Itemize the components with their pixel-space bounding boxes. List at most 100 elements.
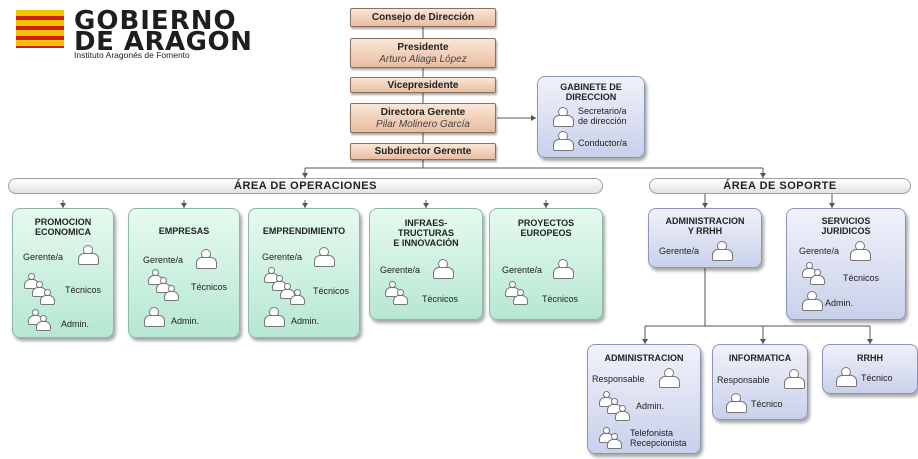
responsable-label: Responsable — [592, 374, 645, 384]
area-soporte-bar: ÁREA DE SOPORTE — [649, 178, 911, 194]
tecnicos-label: Técnicos — [542, 294, 579, 304]
person-icon — [263, 307, 285, 327]
area-operaciones-bar: ÁREA DE OPERACIONES — [8, 178, 603, 194]
dept-title: INFRAES- — [404, 218, 448, 228]
person-icon — [195, 249, 217, 269]
person-icon — [801, 291, 823, 311]
aragon-flag-icon — [16, 10, 64, 48]
dept-title: EMPRENDIMIENTO — [262, 226, 346, 236]
gerente-label: Gerente/a — [659, 246, 700, 256]
dept-title: PROMOCION — [34, 217, 92, 227]
subdirector-label: Subdirector Gerente — [374, 146, 472, 157]
dept-title: Y RRHH — [687, 226, 723, 236]
group-icon — [163, 285, 179, 301]
administracion-rrhh-box: ADMINISTRACION Y RRHH Gerente/a — [648, 208, 762, 268]
dept-title: TRUCTURAS — [398, 228, 454, 238]
presidente-name: Arturo Aliaga López — [379, 54, 467, 65]
servicios-juridicos-box: SERVICIOS JURIDICOS Gerente/a Técnicos A… — [786, 208, 906, 320]
recepcionista-label: Recepcionista — [630, 438, 687, 448]
group-icon — [279, 283, 295, 299]
person-icon — [835, 367, 857, 387]
dept-title: ADMINISTRACION — [604, 353, 684, 363]
admin-label: Admin. — [171, 316, 200, 326]
gerente-label: Gerente/a — [23, 252, 64, 262]
responsable-label: Responsable — [717, 375, 770, 385]
tecnico-label: Técnico — [751, 399, 783, 409]
tecnicos-label: Técnicos — [65, 285, 102, 295]
admin-label: Admin. — [291, 316, 320, 326]
secretario-label-2: de dirección — [578, 116, 627, 126]
group-icon — [606, 433, 622, 449]
logo-subtitle: Instituto Aragonés de Fomento — [74, 50, 190, 60]
telefonista-label: Telefonista — [630, 428, 674, 438]
person-icon — [552, 107, 574, 127]
gabinete-box: GABINETE DE DIRECCION Secretario/a de di… — [537, 76, 645, 158]
person-icon — [783, 369, 805, 389]
admin-label: Admin. — [61, 319, 90, 329]
gerente-label: Gerente/a — [262, 252, 303, 262]
admin-label: Admin. — [825, 298, 854, 308]
gerente-label: Gerente/a — [502, 265, 543, 275]
group-icon — [155, 277, 171, 293]
gerente-label: Gerente/a — [380, 265, 421, 275]
gerente-label: Gerente/a — [143, 255, 184, 265]
person-icon — [313, 247, 335, 267]
tecnicos-label: Técnicos — [313, 286, 350, 296]
directora-box: Directora Gerente Pilar Molinero García — [350, 103, 496, 133]
dept-title: JURIDICOS — [821, 226, 871, 236]
vicepresidente-label: Vicepresidente — [387, 80, 459, 91]
person-icon — [77, 245, 99, 265]
directora-name: Pilar Molinero García — [376, 119, 470, 130]
dept-title: SERVICIOS — [821, 216, 871, 226]
person-icon — [432, 259, 454, 279]
logo-line-1: GOBIERNO — [74, 6, 237, 36]
consejo-box: Consejo de Dirección — [350, 8, 496, 27]
person-icon — [143, 307, 165, 327]
dept-title: E INNOVACIÓN — [393, 238, 459, 248]
gerente-label: Gerente/a — [799, 246, 840, 256]
logo-line-2: DE ARAGON — [74, 27, 253, 57]
tecnicos-label: Técnicos — [422, 294, 459, 304]
dept-title: ADMINISTRACION — [665, 216, 745, 226]
emprendimiento-box: EMPRENDIMIENTO Gerente/a Técnicos Admin. — [248, 208, 360, 338]
group-icon — [289, 289, 305, 305]
presidente-box: Presidente Arturo Aliaga López — [350, 38, 496, 68]
dept-title: PROYECTOS — [517, 218, 575, 228]
proyectos-europeos-box: PROYECTOS EUROPEOS Gerente/a Técnicos — [489, 208, 603, 320]
group-icon — [392, 289, 408, 305]
admin-label: Admin. — [636, 401, 665, 411]
person-icon — [711, 241, 733, 261]
gabinete-title-2: DIRECCION — [565, 92, 617, 102]
dept-title: ECONOMICA — [35, 227, 91, 237]
group-icon — [809, 269, 825, 285]
person-icon — [849, 241, 871, 261]
directora-title: Directora Gerente — [380, 107, 466, 118]
rrhh-box: RRHH Técnico — [822, 344, 918, 394]
person-icon — [725, 393, 747, 413]
informatica-box: INFORMATICA Responsable Técnico — [712, 344, 808, 420]
group-icon — [614, 405, 630, 421]
tecnico-label: Técnico — [861, 373, 893, 383]
person-icon — [552, 259, 574, 279]
group-icon — [35, 315, 51, 331]
empresas-box: EMPRESAS Gerente/a Técnicos Admin. — [128, 208, 240, 338]
administracion-box: ADMINISTRACION Responsable Admin. Telefo… — [587, 344, 701, 454]
person-icon — [658, 368, 680, 388]
subdirector-box: Subdirector Gerente — [350, 143, 496, 160]
consejo-label: Consejo de Dirección — [371, 12, 475, 23]
dept-title: RRHH — [857, 353, 883, 363]
group-icon — [512, 289, 528, 305]
tecnicos-label: Técnicos — [843, 273, 880, 283]
secretario-label-1: Secretario/a — [578, 106, 627, 116]
person-icon — [552, 131, 574, 151]
vicepresidente-box: Vicepresidente — [350, 77, 496, 93]
infraestructuras-box: INFRAES- TRUCTURAS E INNOVACIÓN Gerente/… — [369, 208, 483, 320]
promocion-economica-box: PROMOCION ECONOMICA Gerente/a Técnicos A… — [12, 208, 114, 338]
dept-title: INFORMATICA — [728, 353, 792, 363]
gobierno-aragon-logo: GOBIERNO DE ARAGON Instituto Aragonés de… — [14, 6, 264, 62]
dept-title: EUROPEOS — [520, 228, 572, 238]
tecnicos-label: Técnicos — [191, 282, 228, 292]
gabinete-title-1: GABINETE DE — [560, 82, 622, 92]
dept-title: EMPRESAS — [158, 226, 210, 236]
